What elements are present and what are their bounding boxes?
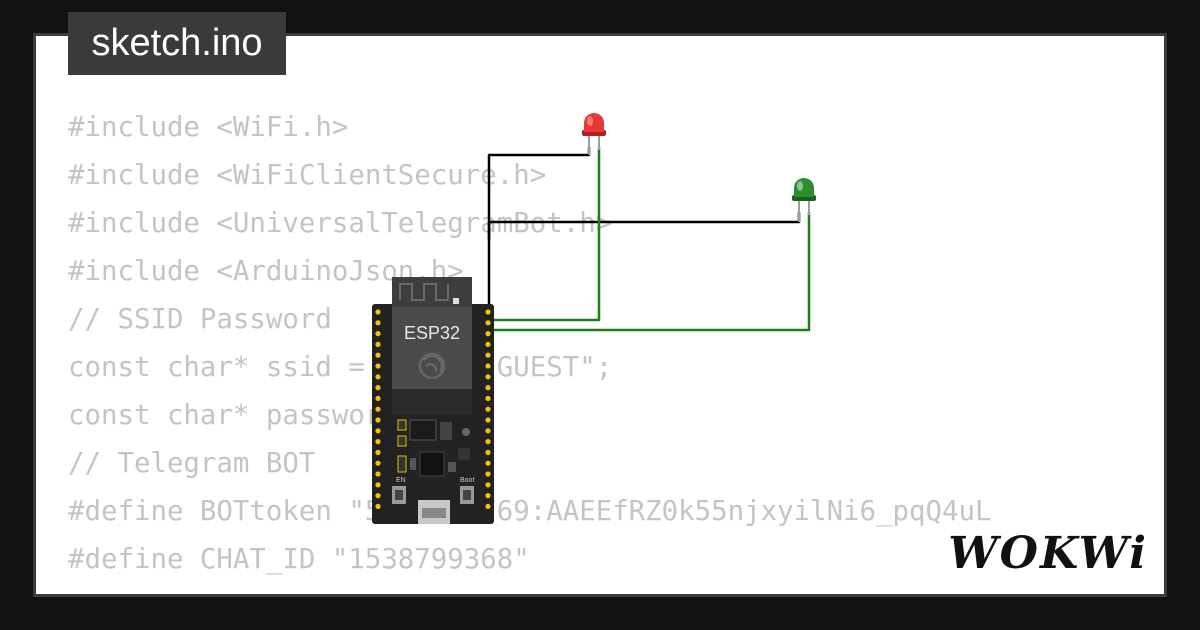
code-line: #include <WiFiClientSecure.h> bbox=[68, 160, 547, 191]
header-pin bbox=[485, 439, 491, 445]
header-pin bbox=[375, 503, 381, 509]
antenna-icon bbox=[399, 283, 449, 301]
left-header-pins bbox=[375, 309, 381, 509]
header-pin bbox=[485, 471, 491, 477]
header-pin bbox=[375, 428, 381, 434]
header-pin bbox=[375, 460, 381, 466]
header-pin bbox=[375, 395, 381, 401]
header-pin bbox=[375, 449, 381, 455]
header-pin bbox=[485, 406, 491, 412]
header-pin bbox=[375, 363, 381, 369]
en-button[interactable] bbox=[392, 486, 406, 504]
header-pin bbox=[375, 482, 381, 488]
header-pin bbox=[375, 439, 381, 445]
wires bbox=[487, 147, 811, 332]
espressif-logo-icon bbox=[418, 352, 446, 380]
header-pin bbox=[375, 320, 381, 326]
code-line: #include <WiFi.h> bbox=[68, 112, 349, 143]
right-header-pins bbox=[485, 309, 491, 509]
header-pin bbox=[485, 331, 491, 337]
header-pin bbox=[485, 449, 491, 455]
header-pin bbox=[485, 352, 491, 358]
wokwi-logo: WOKWi bbox=[948, 528, 1148, 579]
code-line: #define CHAT_ID "1538799368" bbox=[68, 544, 530, 575]
en-label: EN bbox=[396, 477, 406, 484]
header-pin bbox=[485, 320, 491, 326]
header-pin bbox=[485, 428, 491, 434]
header-pin bbox=[375, 374, 381, 380]
green-led-signal-wire bbox=[490, 212, 811, 332]
boot-button[interactable] bbox=[460, 486, 474, 504]
red-led[interactable] bbox=[582, 113, 606, 155]
code-line: #include <ArduinoJson.h> bbox=[68, 256, 464, 287]
file-tab-label: sketch.ino bbox=[91, 22, 263, 64]
usb-port bbox=[418, 500, 450, 524]
header-pin bbox=[375, 309, 381, 315]
green-led-ground-wire bbox=[487, 212, 801, 240]
header-pin bbox=[375, 331, 381, 337]
header-pin bbox=[375, 352, 381, 358]
header-pin bbox=[485, 309, 491, 315]
header-pin bbox=[485, 341, 491, 347]
header-pin bbox=[375, 417, 381, 423]
boot-label: Boot bbox=[460, 477, 474, 484]
code-editor: #include <WiFi.h> #include <WiFiClientSec… bbox=[68, 104, 991, 594]
header-pin bbox=[485, 503, 491, 509]
board-label: ESP32 bbox=[404, 323, 460, 343]
header-pin bbox=[485, 385, 491, 391]
red-led-ground-wire bbox=[487, 147, 591, 305]
header-pin bbox=[375, 493, 381, 499]
esp32-board[interactable]: ESP32 EN Boot bbox=[372, 277, 494, 524]
header-pin bbox=[375, 385, 381, 391]
header-pin bbox=[485, 395, 491, 401]
header-pin bbox=[485, 417, 491, 423]
header-pin bbox=[485, 493, 491, 499]
code-line: // SSID Password bbox=[68, 304, 332, 335]
code-line: #define ledPin_red LED_02 bbox=[68, 584, 991, 594]
green-led[interactable] bbox=[792, 178, 816, 222]
code-line: #include <UniversalTelegramBot.h> bbox=[68, 208, 613, 239]
code-line: // Telegram BOT bbox=[68, 448, 316, 479]
file-tab[interactable]: sketch.ino bbox=[68, 12, 286, 75]
header-pin bbox=[485, 460, 491, 466]
header-pin bbox=[485, 363, 491, 369]
red-led-signal-wire bbox=[490, 147, 601, 322]
header-pin bbox=[375, 341, 381, 347]
header-pin bbox=[375, 406, 381, 412]
header-pin bbox=[485, 374, 491, 380]
header-pin bbox=[485, 482, 491, 488]
header-pin bbox=[375, 471, 381, 477]
